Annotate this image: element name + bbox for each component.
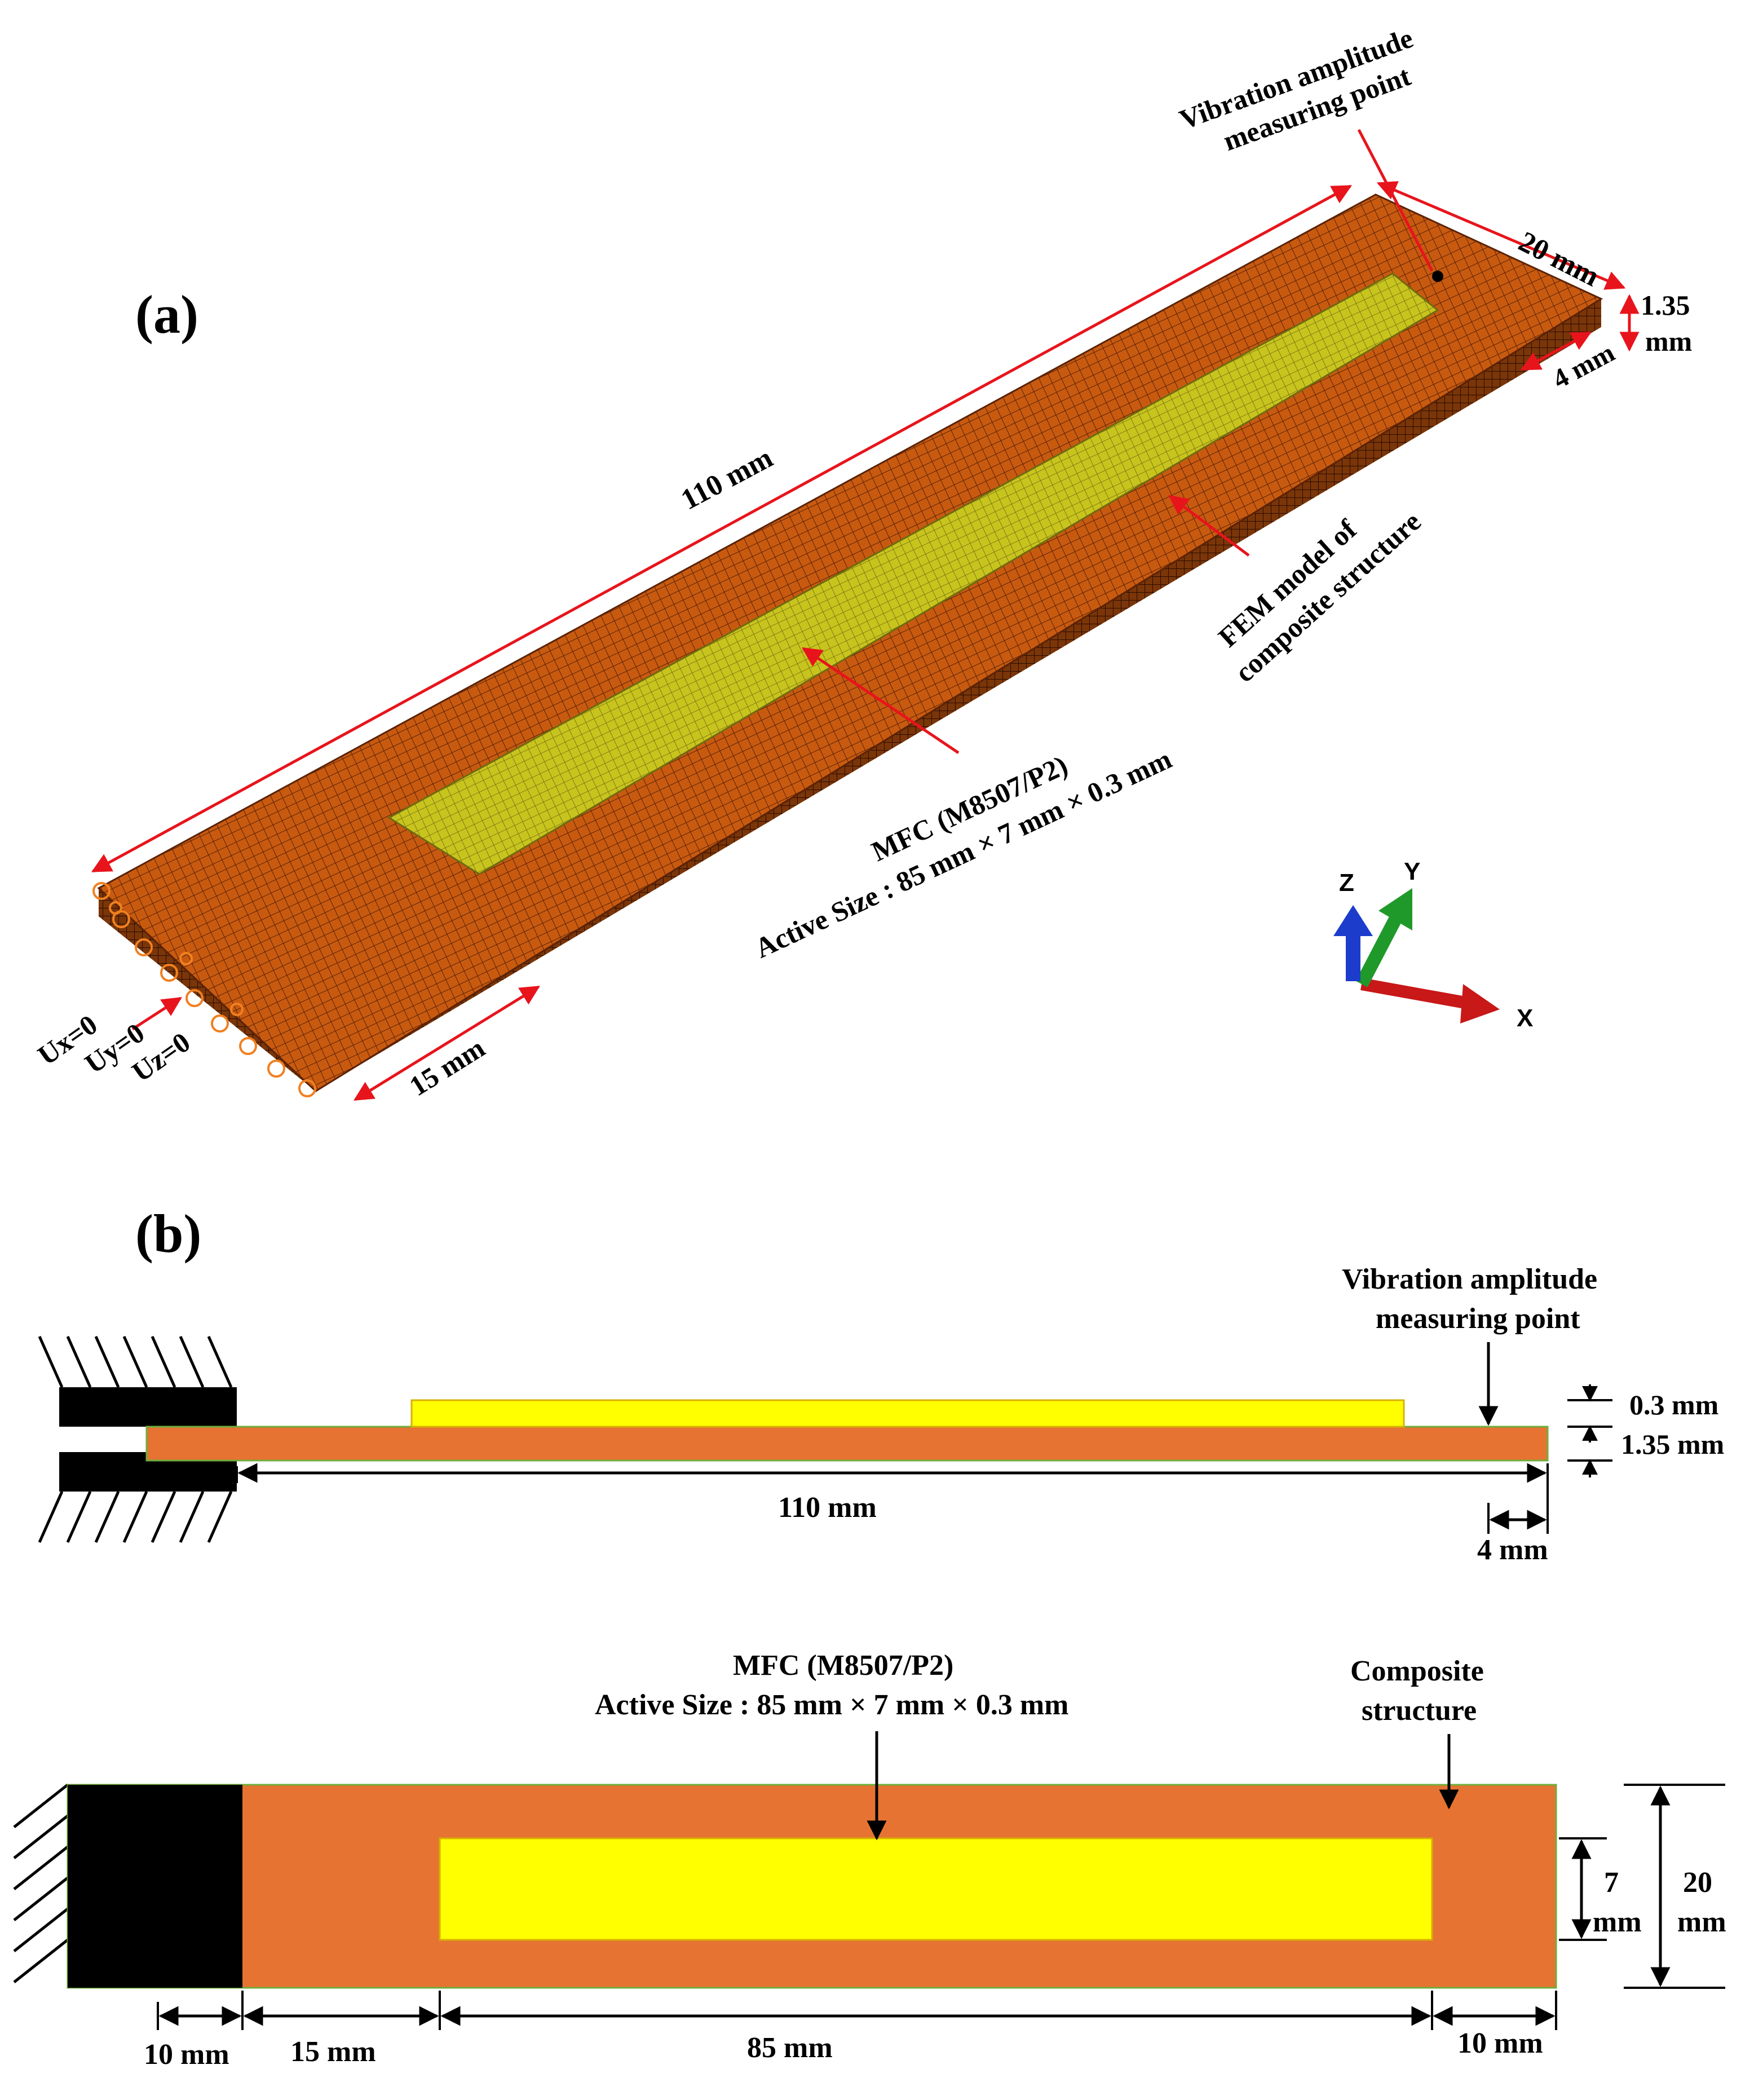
measuring-point-line2: measuring point	[1376, 1303, 1580, 1335]
measuring-point-dot	[1432, 271, 1443, 282]
beam-thickness-label: 1.35 mm	[1621, 1428, 1724, 1460]
mfc-width-unit: mm	[1593, 1906, 1642, 1938]
fem-leader	[1168, 495, 1250, 557]
dim-clamp-label: 10 mm	[144, 2039, 229, 2071]
mfc-side	[410, 1399, 1405, 1428]
z-axis-label: Z	[1339, 869, 1354, 897]
top-mfc-line1: MFC (M8507/P2)	[733, 1649, 953, 1682]
beam-width-unit: mm	[1677, 1906, 1726, 1938]
y-axis-arrow	[1355, 916, 1402, 987]
top-mfc-line2: Active Size : 85 mm × 7 mm × 0.3 mm	[595, 1689, 1068, 1721]
thickness-ticks	[1567, 1384, 1612, 1477]
clamp-hatch-bottom	[38, 1490, 233, 1543]
beam-side	[145, 1426, 1549, 1462]
measuring-point-label: Vibration amplitude measuring point	[1176, 22, 1417, 157]
thickness-value: 1.35	[1641, 289, 1690, 321]
boundary-condition-marks	[92, 882, 316, 1097]
panel-a: (a) Vibration amplitude measuring point …	[32, 22, 1693, 1102]
top-clamp	[68, 1785, 242, 1988]
clamp-block-top	[59, 1387, 237, 1427]
x-axis-label: X	[1517, 1004, 1533, 1032]
mfc-thickness-label: 0.3 mm	[1629, 1389, 1718, 1420]
dim-tip-label: 10 mm	[1457, 2027, 1543, 2059]
width-dimension-line	[1376, 181, 1626, 290]
coordinate-triad: Z Y X	[1333, 858, 1533, 1032]
x-axis-arrow	[1360, 978, 1473, 1010]
top-clamp-hatch	[13, 1784, 69, 1983]
measuring-point-line1: Vibration amplitude	[1342, 1263, 1597, 1295]
bc-labels: Ux=0 Uy=0 Uz=0	[32, 1008, 196, 1088]
side-length-label: 110 mm	[778, 1492, 877, 1524]
side-view: Vibration amplitude measuring point 0.3 …	[38, 1263, 1724, 1566]
bc-leader	[131, 996, 182, 1031]
panel-b-label: (b)	[135, 1203, 201, 1264]
dim-mfc-label: 85 mm	[747, 2032, 833, 2064]
beam-width-value: 20	[1683, 1867, 1712, 1899]
clamp-hatch-top	[38, 1335, 233, 1388]
composite-line1: Composite	[1350, 1655, 1484, 1687]
thickness-unit: mm	[1645, 325, 1692, 357]
dim-gap-label: 15 mm	[290, 2036, 376, 2068]
tip-offset-dimension-line	[1520, 331, 1592, 371]
y-axis-label: Y	[1404, 858, 1420, 885]
mfc-width-value: 7	[1604, 1867, 1619, 1899]
panel-b: (b) Vibration amplitude measuring point	[13, 1203, 1726, 2071]
clamp-dimension-line	[354, 985, 540, 1101]
top-mfc	[439, 1837, 1433, 1941]
panel-a-label: (a)	[135, 284, 198, 345]
length-dimension-line	[91, 184, 1353, 873]
top-view: MFC (M8507/P2) Active Size : 85 mm × 7 m…	[13, 1649, 1726, 2071]
side-tip-offset-label: 4 mm	[1477, 1534, 1548, 1566]
composite-line2: structure	[1362, 1695, 1477, 1727]
mfc-leader	[802, 647, 960, 755]
